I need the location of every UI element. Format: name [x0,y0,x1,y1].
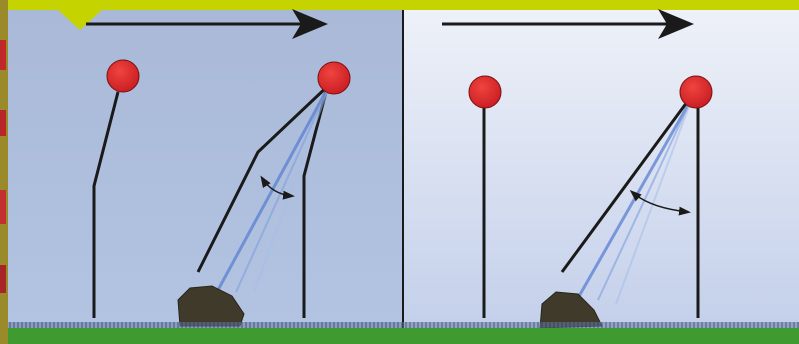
grass-strip [8,328,799,344]
ground [8,322,799,344]
right-panel [404,10,799,332]
left-panel [8,10,402,332]
sensor-ball [469,76,501,108]
left-sky [8,10,402,332]
right-sky [404,10,799,332]
sensor-ball [318,62,350,94]
top-accent-bar [0,0,799,10]
sensor-ball [680,76,712,108]
sensor-ball [107,60,139,92]
